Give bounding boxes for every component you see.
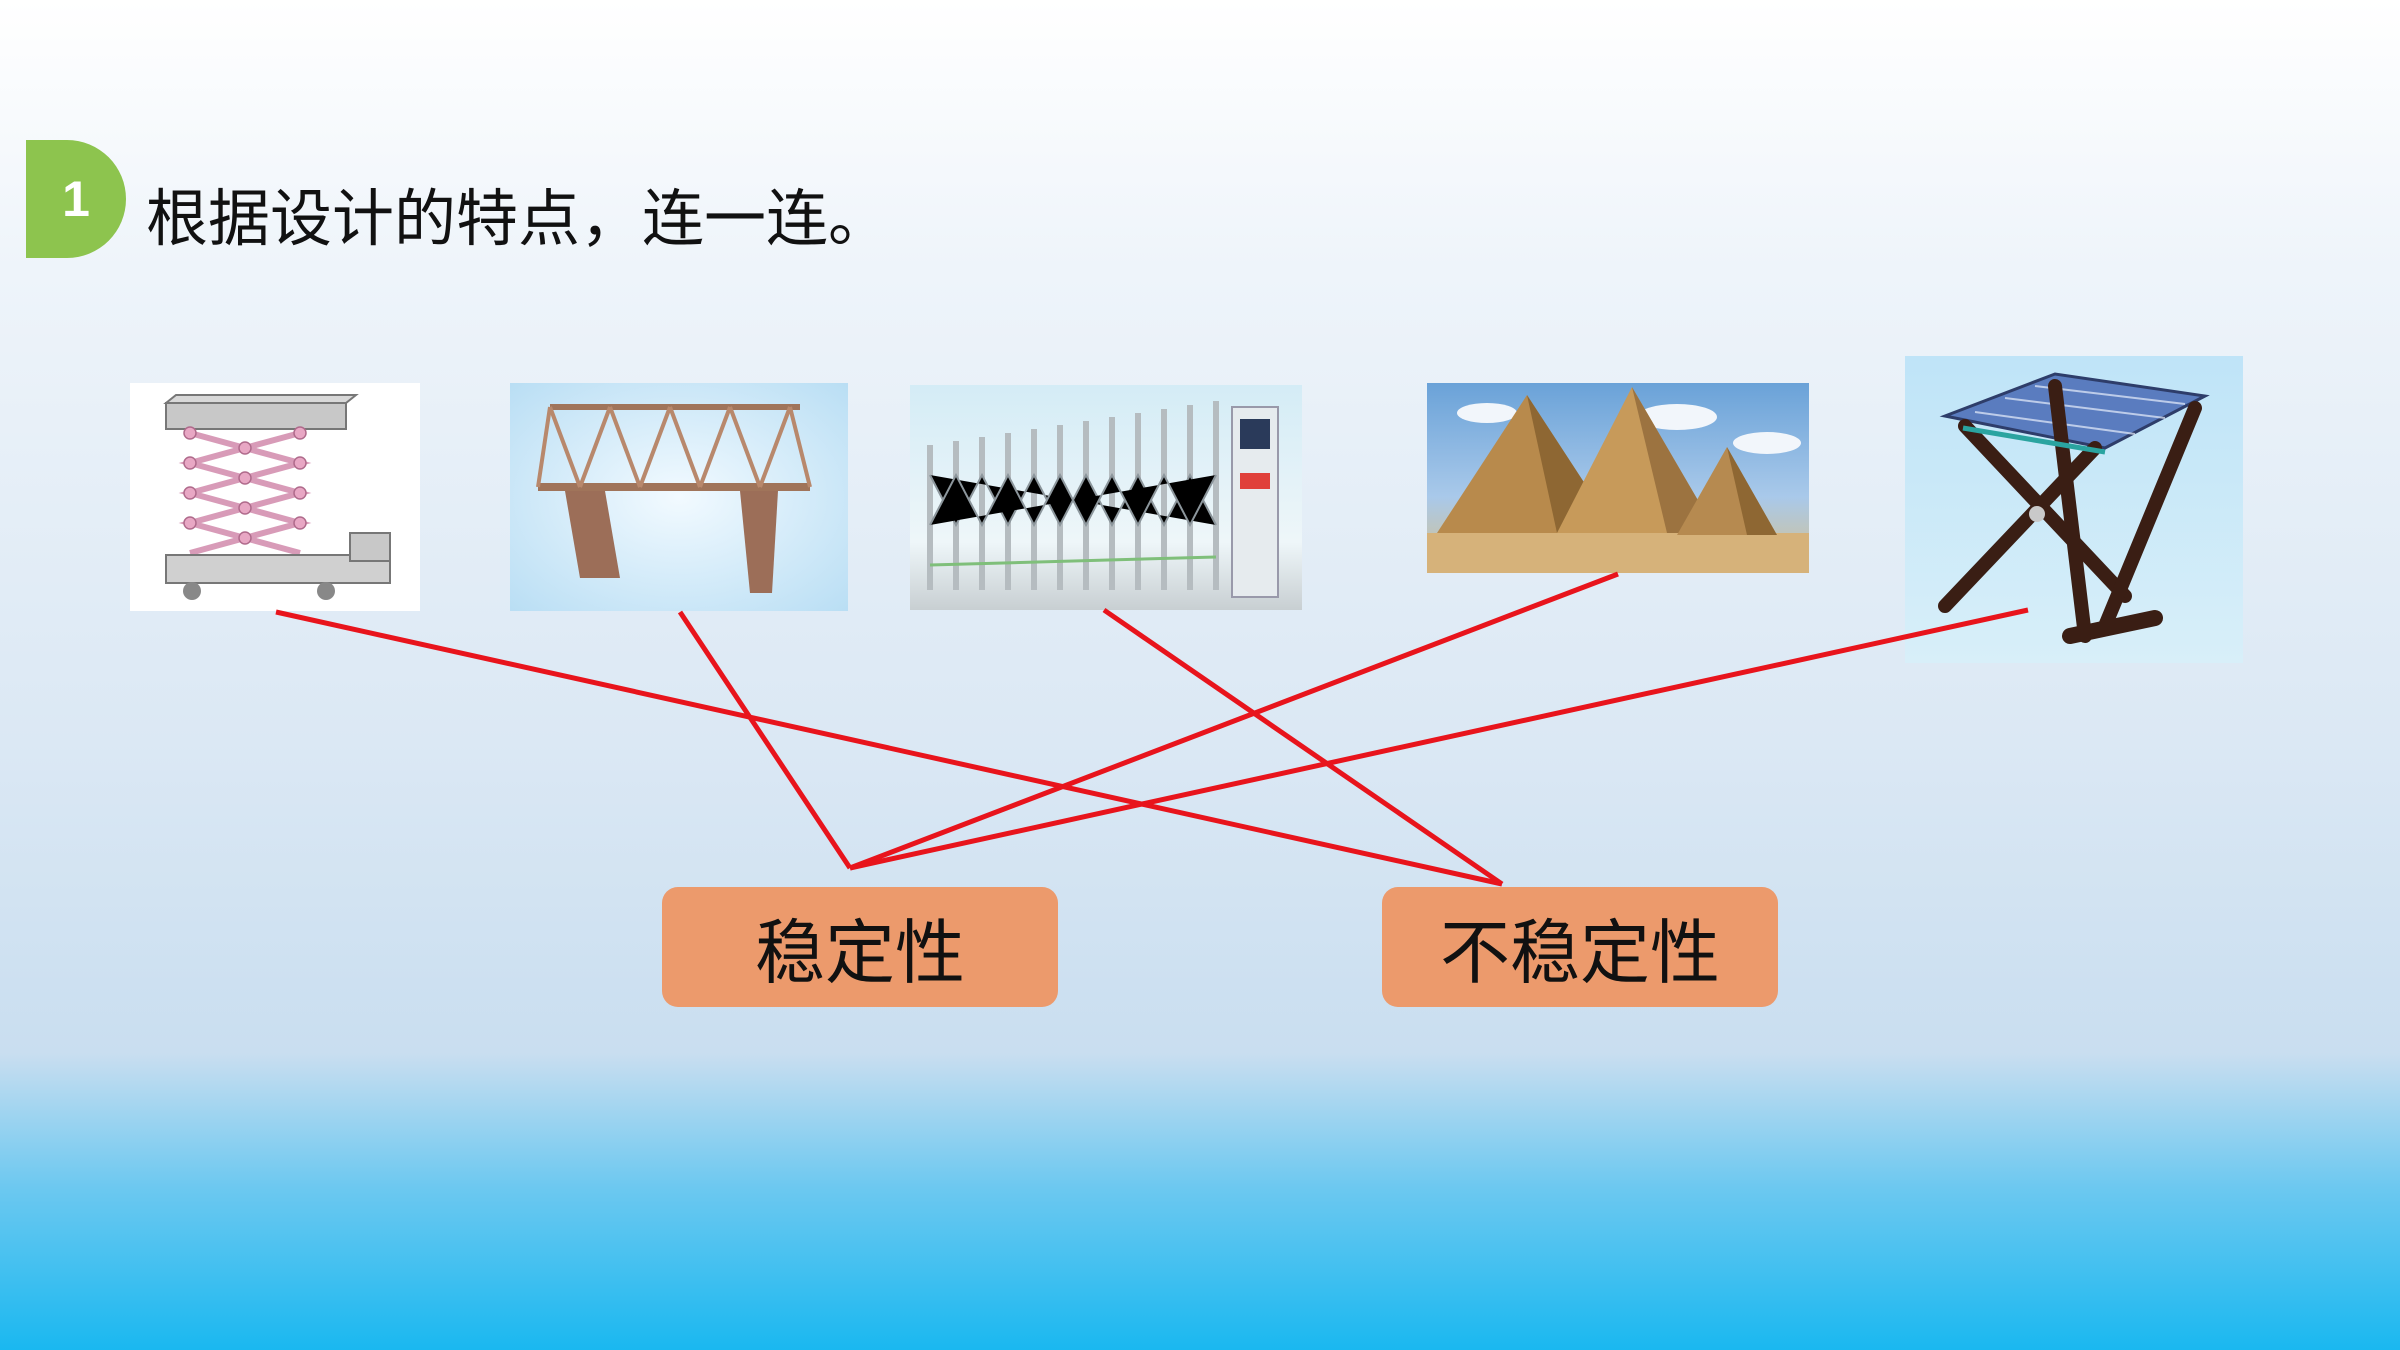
choice-unstable[interactable]: 不稳定性 [1382,887,1778,1007]
choice-stable[interactable]: 稳定性 [662,887,1058,1007]
connection-line-folding-stool-to-stable [849,607,2029,871]
picture-truss-bridge[interactable] [510,383,848,611]
retractable-gate-illustration [927,401,1279,598]
folding-stool-illustration [1938,372,2210,644]
picture-scissor-lift[interactable] [130,383,420,611]
truss-bridge-illustration [536,404,812,593]
exercise-number-badge: 1 [26,140,126,258]
exercise-number: 1 [62,171,90,227]
picture-retractable-gate[interactable] [910,385,1302,610]
connection-line-retractable-gate-to-unstable [1102,607,1504,887]
pyramids-illustration [1427,387,1809,573]
connection-line-truss-bridge-to-stable [677,610,853,870]
connection-line-scissor-lift-to-unstable [275,609,1503,887]
picture-pyramids[interactable] [1427,383,1809,573]
instruction-text: 根据设计的特点，连一连。 [146,182,891,255]
connection-line-pyramids-to-stable [849,571,1619,871]
picture-folding-stool[interactable] [1905,356,2243,663]
scissor-lift-illustration [163,394,391,600]
